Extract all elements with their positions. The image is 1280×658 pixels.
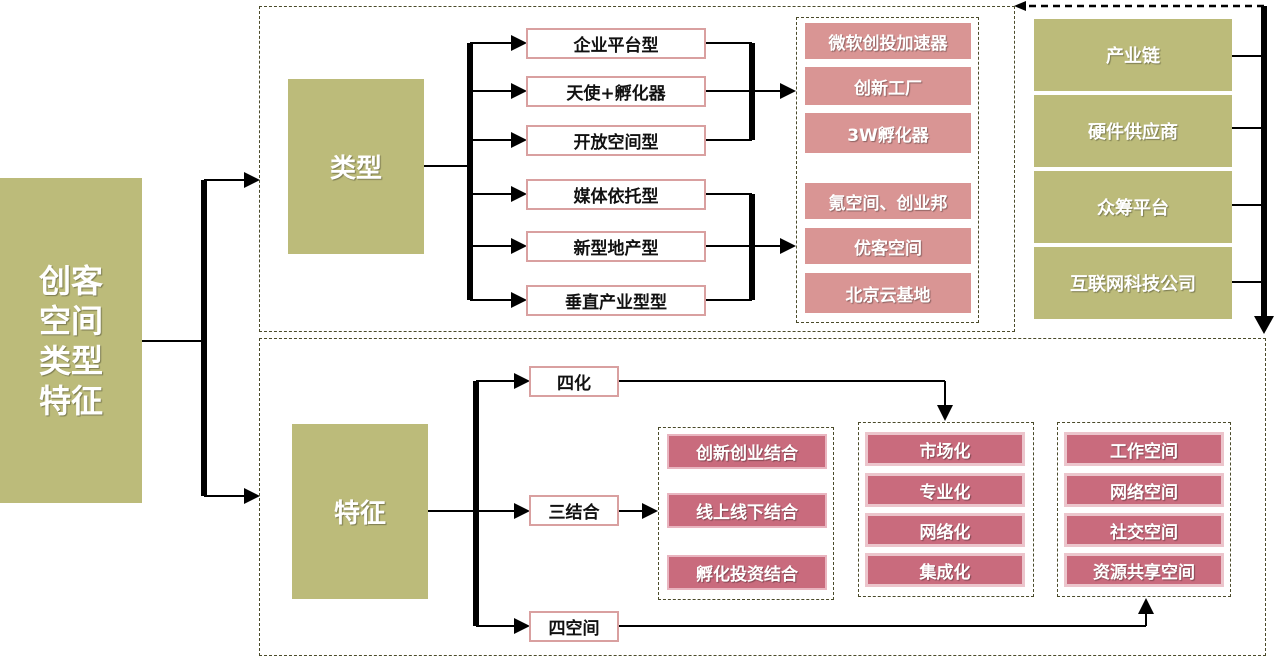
example-cloud-base: 北京云基地 [805,273,971,313]
hua-professional: 专业化 [865,473,1025,507]
hua-market: 市场化 [865,432,1025,466]
hua-integration: 集成化 [865,553,1025,587]
example-krspace: 氪空间、创业邦 [805,183,971,219]
combo-incubation-investment: 孵化投资结合 [667,555,827,590]
type-media: 媒体依托型 [526,179,706,210]
type-vertical-industry: 垂直产业型型 [526,285,706,316]
features-container [259,338,1266,656]
branch-four-hua: 四化 [529,366,619,397]
type-open-space: 开放空间型 [526,125,706,156]
combos-container [658,427,834,600]
examples-container [796,17,979,323]
example-ucommune: 优客空间 [805,228,971,264]
branch-three-combos: 三结合 [529,495,619,526]
space-resource-sharing: 资源共享空间 [1064,553,1224,587]
branch-four-spaces: 四空间 [529,611,619,642]
root-box: 创客 空间 类型 特征 [0,178,142,503]
four-hua-container [858,422,1034,597]
resource-crowdfunding: 众筹平台 [1034,171,1232,243]
combo-innovation-entrepreneurship: 创新创业结合 [667,434,827,469]
space-network: 网络空间 [1064,473,1224,507]
features-label: 特征 [292,424,428,599]
four-spaces-container [1057,422,1231,597]
types-label: 类型 [288,79,424,254]
example-microsoft: 微软创投加速器 [805,23,971,59]
space-work: 工作空间 [1064,432,1224,466]
resource-industry-chain: 产业链 [1034,19,1232,91]
example-innovation-works: 创新工厂 [805,67,971,105]
type-real-estate: 新型地产型 [526,231,706,262]
type-angel-incubator: 天使+孵化器 [526,76,706,107]
types-container [259,6,1015,332]
type-enterprise-platform: 企业平台型 [526,28,706,59]
resource-hardware-supplier: 硬件供应商 [1034,95,1232,167]
combo-online-offline: 线上线下结合 [667,493,827,528]
hua-network: 网络化 [865,513,1025,547]
space-social: 社交空间 [1064,513,1224,547]
resource-internet-company: 互联网科技公司 [1034,247,1232,319]
example-3w: 3W孵化器 [805,113,971,153]
